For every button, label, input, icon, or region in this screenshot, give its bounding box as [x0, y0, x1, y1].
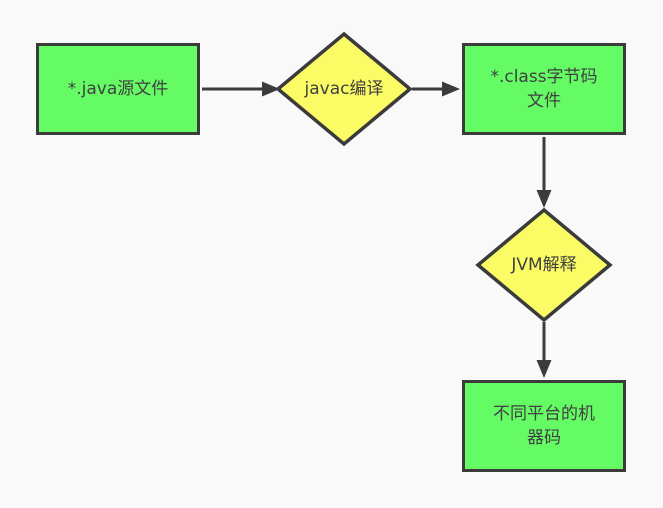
process-node-machine-code: 不同平台的机 器码 — [462, 380, 626, 472]
node-label-line: *.class字节码 — [490, 67, 598, 87]
edge-class-bytecode-to-jvm — [536, 137, 552, 208]
node-label-line: 器码 — [527, 428, 561, 448]
decision-node-jvm-interpret — [475, 207, 613, 323]
edge-jvm-to-machine-code — [536, 322, 552, 378]
process-node-class-bytecode: *.class字节码 文件 — [462, 43, 626, 135]
decision-label-jvm-interpret: JVM解释 — [511, 255, 577, 275]
arrowhead-right-icon — [442, 81, 460, 97]
node-label: *.java源文件 — [67, 79, 169, 99]
node-label-line: 文件 — [527, 91, 561, 111]
process-node-java-source: *.java源文件 — [36, 43, 200, 135]
edge-java-source-to-javac — [202, 81, 280, 97]
arrowhead-down-icon — [536, 360, 552, 378]
node-label-line: 不同平台的机 — [493, 404, 595, 424]
arrowhead-right-icon — [262, 81, 280, 97]
decision-node-javac-compile — [275, 31, 413, 147]
arrowhead-down-icon — [536, 190, 552, 208]
edge-javac-to-class-bytecode — [412, 81, 460, 97]
decision-label-javac-compile: javac编译 — [304, 79, 384, 99]
